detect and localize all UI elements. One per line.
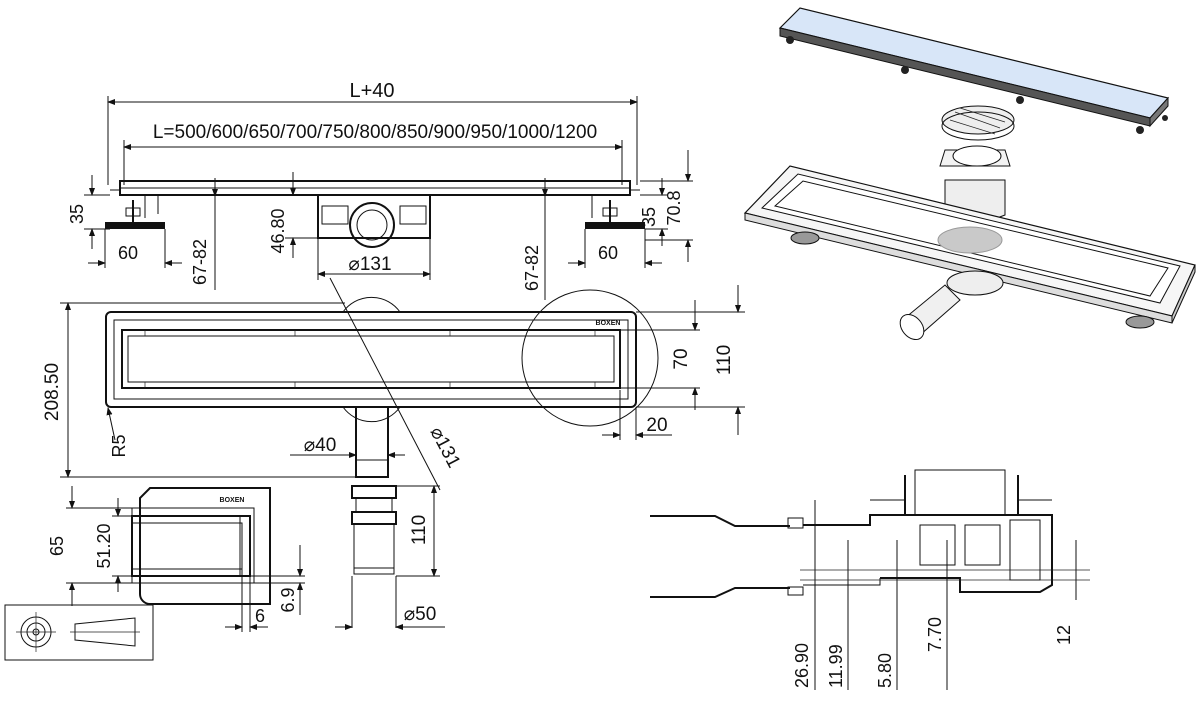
section-dim-a: 26.90 [792, 643, 812, 688]
detail-gap-label: 6 [255, 606, 265, 626]
pipe-diameter-label: ⌀40 [304, 435, 337, 456]
corner-radius-label: R5 [109, 434, 129, 457]
section-view: 26.90 11.99 5.80 7.70 12 [650, 469, 1090, 690]
edge-offset-label: 20 [646, 415, 667, 436]
right-height-label: 35 [639, 207, 659, 227]
detail-height-label: 65 [47, 536, 67, 556]
outlet-pipe: 110 ⌀50 [335, 485, 445, 630]
foot-range-left-label: 67-82 [190, 239, 210, 285]
total-length-label: L+40 [349, 80, 394, 102]
length-options-label: L=500/600/650/700/750/800/850/900/950/10… [153, 122, 597, 143]
flange-diameter-label: ⌀131 [425, 423, 464, 471]
outlet-diameter-label: ⌀131 [348, 254, 391, 275]
section-dim-d: 7.70 [925, 617, 945, 652]
pipe-outlet-label: ⌀50 [404, 604, 437, 625]
detail-inner-label: 51.20 [94, 523, 114, 568]
projection-symbol [4, 604, 154, 661]
plan-width-label: 208.50 [42, 363, 63, 421]
pipe-length-label: 110 [409, 515, 430, 545]
detail-lip-label: 6.9 [278, 587, 298, 612]
grate-width-label: 70 [671, 348, 692, 369]
plan-view: BOXEN 208.50 R5 ⌀40 ⌀131 70 [42, 277, 745, 491]
side-height-label: 35 [67, 204, 87, 224]
center-depth-label: 46.80 [268, 208, 288, 253]
isometric-view [743, 7, 1196, 341]
detail-brand-text: BOXEN [220, 497, 245, 504]
section-dim-e: 12 [1054, 625, 1074, 645]
front-elevation: L+40 L=500/600/650/700/750/800/850/900/9… [67, 80, 693, 300]
section-dim-b: 11.99 [826, 644, 846, 688]
foot-width-left-label: 60 [118, 243, 138, 263]
total-height-label: 70.8 [664, 190, 684, 225]
detail-view: BOXEN 65 51.20 6.9 6 [47, 486, 305, 632]
brand-logo-text: BOXEN [596, 320, 621, 327]
body-width-label: 110 [714, 345, 735, 375]
foot-width-right-label: 60 [598, 243, 618, 263]
foot-range-right-label: 67-82 [522, 245, 542, 291]
section-dim-c: 5.80 [875, 653, 895, 688]
